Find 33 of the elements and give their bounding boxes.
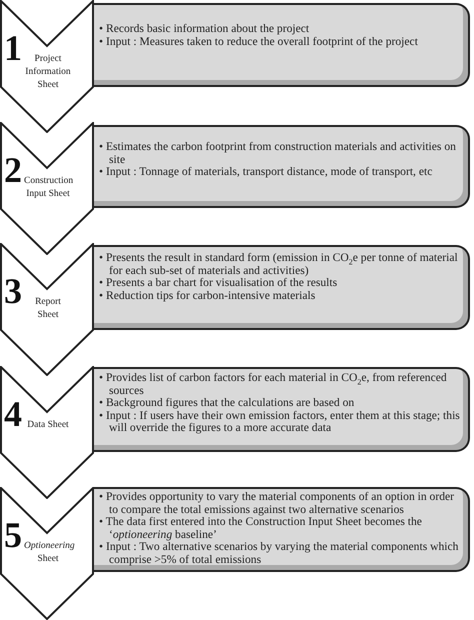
- step-label: Data Sheet: [26, 419, 70, 432]
- bullet-text: • Estimates the carbon footprint from construction materials and activities on site: [99, 141, 457, 166]
- chevron-step: [0, 0, 94, 133]
- step-number: 3: [4, 273, 22, 309]
- chevron-step: [0, 487, 94, 620]
- bullet-text: • Input : If users have their own emission factors, enter them at this stage; this will override the figures to a more accurate data: [99, 410, 460, 435]
- step-label: Project Information Sheet: [24, 53, 72, 92]
- step-number: 5: [4, 517, 22, 553]
- chevron-step: [0, 122, 94, 255]
- bullet-text: • Presents a bar chart for visualisation of the results: [99, 277, 338, 290]
- bullet-text: • Presents the result in standard form (emission in CO$_{2}$e per tonne of material for each sub-set of materials and activities): [99, 252, 459, 278]
- step-number: 1: [4, 30, 22, 66]
- bullet-text: • Records basic information about the project: [99, 23, 310, 36]
- description-box: [94, 3, 470, 87]
- bullet-text: • Input : Measures taken to reduce the overall footprint of the project: [99, 36, 419, 48]
- description-box: [94, 125, 470, 208]
- step-number: 2: [4, 152, 22, 188]
- bullet-text: • Input : Tonnage of materials, transport distance, mode of transport, etc: [99, 166, 434, 179]
- description-box: [94, 367, 470, 452]
- chevron-step: [0, 366, 94, 499]
- bullet-text: • The data first entered into the Construction Input Sheet becomes the ‘optioneering baseline’: [99, 516, 423, 542]
- step-label: Optioneering Sheet: [24, 540, 72, 566]
- description-box: [94, 245, 470, 330]
- bullet-text: • Input : Two alternative scenarios by varying the material components which comprise >5% of total emissions: [99, 541, 460, 566]
- description-box: [94, 487, 470, 572]
- bullet-text: • Provides list of carbon factors for each material in CO$_{2}$e, from referenced sources: [99, 372, 448, 398]
- step-label: Report Sheet: [34, 296, 62, 322]
- step-number: 4: [4, 396, 22, 432]
- step-label: Construction Input Sheet: [24, 175, 72, 201]
- chevron-step: [0, 243, 94, 376]
- bullet-text: • Provides opportunity to vary the material components of an option in order to compare the total emissions against two alternative scenarios: [99, 491, 456, 516]
- bullet-text: • Background figures that the calculations are based on: [99, 397, 356, 410]
- bullet-text: • Reduction tips for carbon-intensive materials: [99, 290, 316, 302]
